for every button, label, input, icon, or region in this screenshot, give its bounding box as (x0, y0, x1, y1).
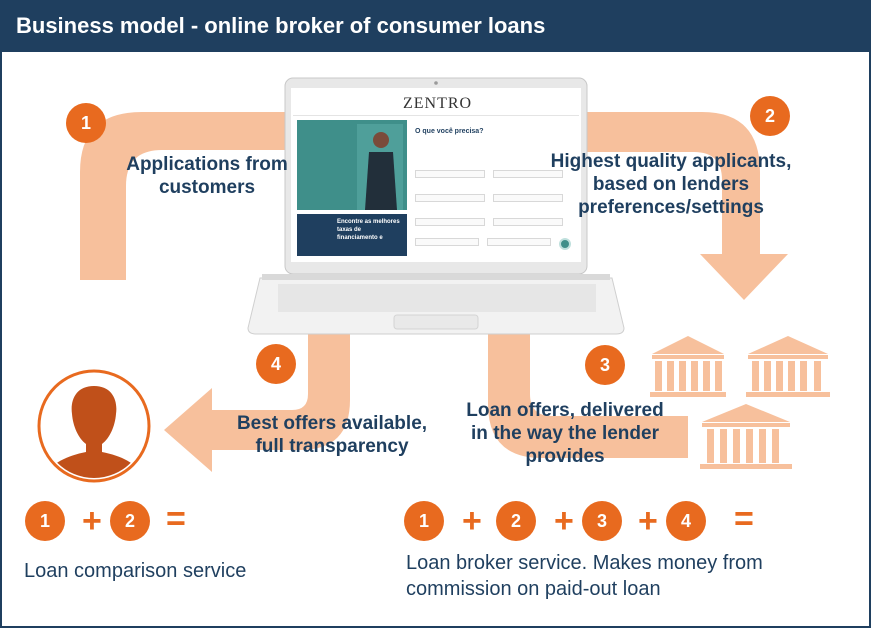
form-select[interactable] (487, 238, 551, 246)
person-icon (37, 369, 151, 483)
form-title: O que você precisa? (415, 128, 484, 135)
step-badge-2: 2 (750, 96, 790, 136)
banner-line-2: taxas de (337, 227, 362, 233)
step-badge-3: 3 (585, 345, 625, 385)
eq1-equals: = (166, 500, 186, 538)
form-field[interactable] (415, 194, 485, 202)
arrow-applicants (502, 112, 788, 300)
chat-icon[interactable] (559, 238, 571, 250)
label-best-offers: Best offers available, full transparency (236, 413, 428, 457)
bank-icon (650, 336, 830, 469)
promo-banner: Encontre as melhores taxas de financiame… (297, 214, 407, 256)
form-field[interactable] (415, 170, 485, 178)
form-field[interactable] (493, 218, 563, 226)
form-field[interactable] (415, 218, 485, 226)
form-select[interactable] (415, 238, 479, 246)
eq2-equals: = (734, 500, 754, 538)
eq2-plus-3: + (638, 502, 658, 540)
form-field[interactable] (493, 194, 563, 202)
eq1-badge-2: 2 (110, 501, 150, 541)
laptop-screen: ZENTRO Encontre as melhores taxas de fin… (293, 90, 579, 260)
step-badge-1: 1 (66, 103, 106, 143)
arrow-best-offers (164, 284, 350, 472)
eq2-plus-1: + (462, 502, 482, 540)
eq1-plus: + (82, 502, 102, 540)
label-applications: Applications from customers (126, 154, 288, 198)
site-logo: ZENTRO (403, 95, 473, 112)
label-applicants: Highest quality applicants, based on len… (550, 151, 792, 218)
caption-comparison: Loan comparison service (24, 560, 247, 582)
header-bar: Business model - online broker of consum… (2, 2, 869, 52)
step-badge-4: 4 (256, 344, 296, 384)
eq2-plus-2: + (554, 502, 574, 540)
hero-image (297, 120, 407, 210)
eq2-badge-1: 1 (404, 501, 444, 541)
form-field[interactable] (493, 170, 563, 178)
eq2-badge-4: 4 (666, 501, 706, 541)
eq2-badge-3: 3 (582, 501, 622, 541)
site-header: ZENTRO (293, 90, 579, 116)
caption-broker: Loan broker service. Makes money from co… (406, 552, 763, 600)
eq2-badge-2: 2 (496, 501, 536, 541)
banner-line-1: Encontre as melhores (337, 219, 400, 225)
page-title: Business model - online broker of consum… (16, 13, 546, 38)
label-offers: Loan offers, delivered in the way the le… (466, 400, 664, 467)
eq1-badge-1: 1 (25, 501, 65, 541)
banner-line-3: financiamento e (337, 235, 383, 241)
